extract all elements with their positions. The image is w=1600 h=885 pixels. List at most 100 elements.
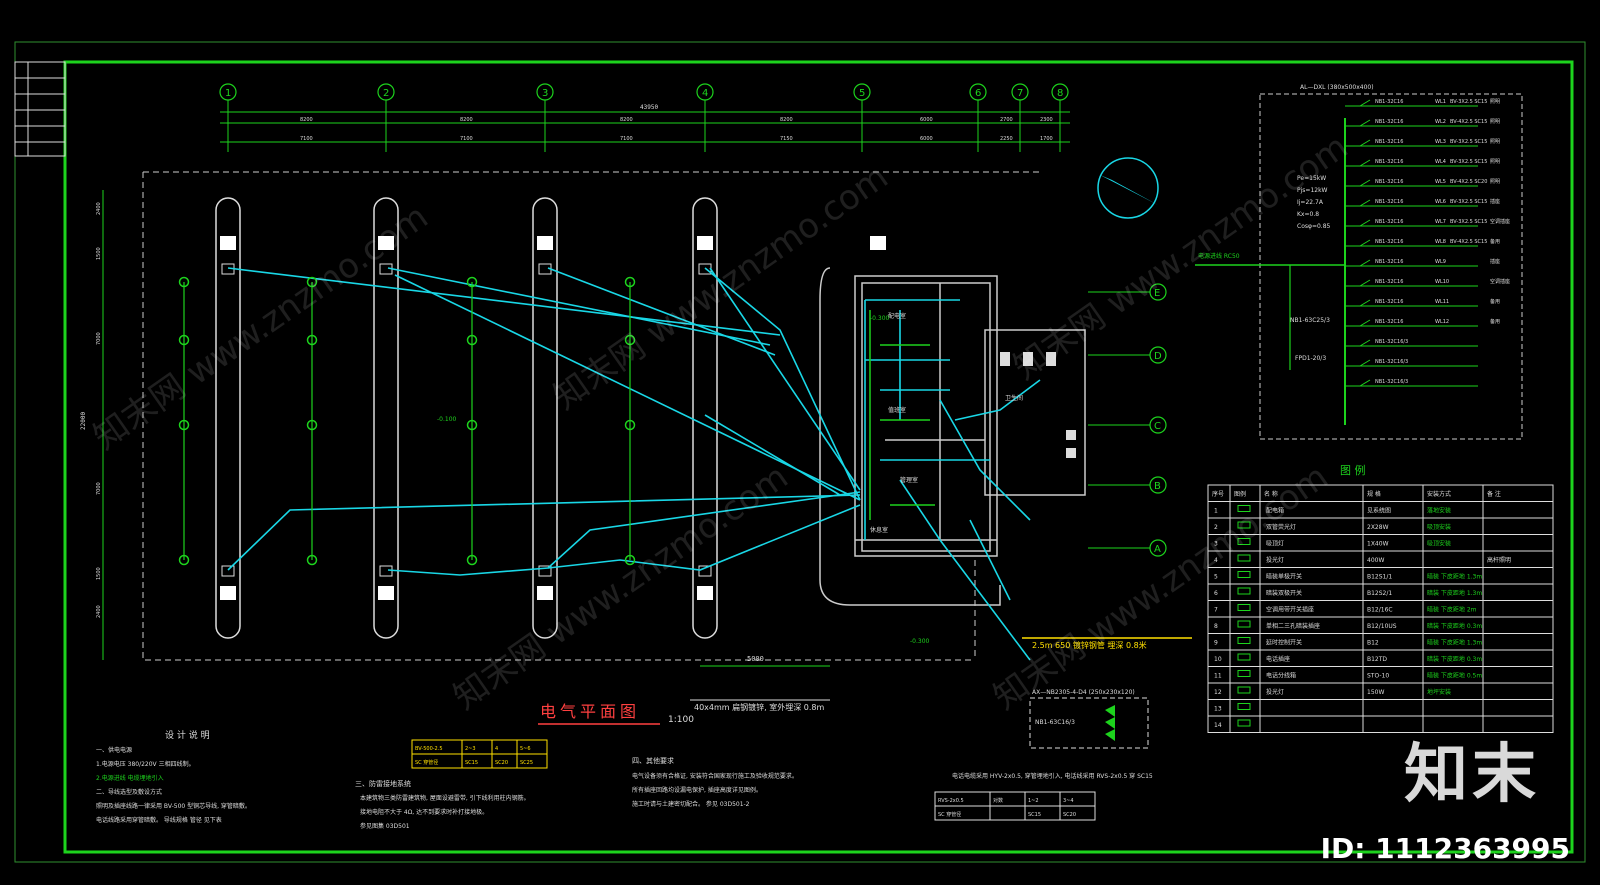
note-line: 1.电源电压 380/220V 三相四线制。 — [96, 760, 195, 768]
dim-text: 2300 — [1040, 117, 1053, 123]
note-line: 参见图集 03D501 — [360, 822, 410, 830]
legend-header: 备 注 — [1487, 490, 1501, 498]
load-label: 备用 — [1490, 318, 1500, 325]
breaker-label: NB1-32C16 — [1375, 219, 1403, 225]
breaker-symbol — [1359, 359, 1371, 367]
circuit-label: WL12 — [1435, 319, 1449, 325]
incoming-label: 电源进线 RC50 — [1198, 252, 1240, 260]
legend-header: 序号 — [1212, 490, 1224, 498]
phone-box-frame — [1029, 697, 1149, 749]
note-line: 接地电阻不大于 4Ω, 达不到要求时补打接地极。 — [360, 808, 488, 816]
legend-mount: 暗装 下皮距地 1.3m — [1427, 589, 1482, 597]
table-cell: SC 穿管径 — [938, 811, 961, 818]
legend-name: 电话插座 — [1266, 655, 1290, 663]
drawing-scale: 1:100 — [668, 715, 694, 725]
table-cell: SC15 — [465, 760, 478, 766]
legend-no: 6 — [1214, 590, 1218, 597]
wiring-runs — [227, 267, 1041, 661]
breaker-label: NB1-32C16 — [1375, 179, 1403, 185]
legend-symbol — [1237, 587, 1251, 595]
legend-symbol — [1237, 670, 1251, 677]
panel-header: AL—DXL (380x500x400) — [1300, 84, 1374, 91]
dim-text: 2400 — [96, 202, 102, 215]
circuit-label: WL3 — [1435, 139, 1446, 145]
light-pole-base — [697, 236, 713, 250]
breaker-symbol — [1359, 139, 1371, 147]
parking-island — [373, 197, 399, 639]
legend-note: 高杆照明 — [1487, 556, 1511, 564]
note-line: 2.电源进线 电缆埋地引入 — [96, 774, 164, 782]
circuit-label: WL6 — [1435, 199, 1446, 205]
legend-mount: 吸顶安装 — [1427, 523, 1451, 531]
dim-text: 8200 — [460, 117, 473, 123]
legend-no: 9 — [1214, 640, 1218, 647]
circuit-label: WL9 — [1435, 259, 1446, 265]
dim-text: 2700 — [1000, 117, 1013, 123]
legend-symbol — [1237, 620, 1251, 628]
cable-label: BV-3X2.5 SC15 — [1450, 219, 1487, 225]
table-cell: SC25 — [520, 760, 533, 766]
dim-text: 2250 — [1000, 136, 1013, 142]
legend-spec: 400W — [1367, 557, 1384, 564]
parking-island — [532, 197, 558, 639]
phone-box-label: AX—NB2305-4-D4 (250x230x120) — [1032, 689, 1135, 696]
dim-text: 7100 — [620, 136, 633, 142]
table-cell: SC20 — [495, 760, 508, 766]
note-line: 本建筑物三类防雷建筑物, 屋面设避雷带, 引下线利用柱内钢筋。 — [360, 794, 530, 802]
breaker-symbol — [1359, 279, 1371, 287]
legend-mount: 暗装 下皮距地 0.5m — [1427, 672, 1482, 680]
load-label: 备用 — [1490, 238, 1500, 245]
other-notes: 电气设备须有合格证, 安装符合国家现行施工及验收规范要求。所有插座回路均设漏电保… — [632, 772, 798, 808]
panel-param: Pjs=12kW — [1297, 187, 1328, 194]
light-pole-base — [220, 586, 236, 600]
legend-no: 13 — [1214, 706, 1222, 713]
cable-label: BV-4X2.5 SC15 — [1450, 119, 1487, 125]
legend-spec: 见系统图 — [1367, 507, 1391, 515]
table-cell: RVS-2x0.5 — [938, 798, 964, 804]
legend-mount: 吸顶安装 — [1427, 540, 1451, 548]
legend-symbol — [1237, 653, 1251, 661]
dim-text: 7000 — [96, 482, 102, 495]
table-cell: SC 穿管径 — [415, 759, 438, 766]
circuit-label: WL4 — [1435, 159, 1446, 165]
circuit-label: WL5 — [1435, 179, 1446, 185]
room-label: 配电室 — [888, 312, 906, 320]
legend-symbol — [1237, 571, 1251, 578]
legend-name: 单相二三孔暗装插座 — [1266, 622, 1320, 630]
legend-spec: 150W — [1367, 689, 1384, 696]
breaker-symbol — [1359, 259, 1371, 267]
note-line: 施工时请与土建密切配合。 参见 03D501-2 — [632, 800, 750, 808]
system-diagram — [1195, 93, 1523, 440]
load-label: 照明 — [1490, 139, 1500, 145]
legend-no: 2 — [1214, 524, 1218, 531]
floodlight-icon — [624, 419, 636, 431]
grounding-notes: 本建筑物三类防雷建筑物, 屋面设避雷带, 引下线利用柱内钢筋。接地电阻不大于 4… — [360, 794, 530, 830]
cable-label: BV-4X2.5 SC20 — [1450, 179, 1487, 185]
other-title: 四、其他要求 — [632, 756, 674, 765]
junction-box — [221, 565, 235, 577]
legend-spec: B12S1/1 — [1367, 574, 1392, 581]
legend-mount: 暗装 下皮距地 2m — [1427, 606, 1477, 614]
axis-letter: B — [1154, 481, 1161, 492]
table-cell: BV-500-2.5 — [415, 746, 443, 752]
breaker-label: NB1-32C16 — [1375, 299, 1403, 305]
load-label: 插座 — [1490, 198, 1500, 205]
breaker-symbol — [1359, 119, 1371, 127]
floodlight-icon — [466, 554, 478, 566]
light-pole-base — [378, 586, 394, 600]
breaker-symbol — [1359, 99, 1371, 107]
toilet-fixtures — [1000, 352, 1076, 458]
parking-island — [692, 197, 718, 639]
table-cell: 4 — [495, 746, 498, 752]
legend-spec: B12/10US — [1367, 623, 1397, 630]
legend-symbol — [1237, 719, 1251, 727]
breaker-symbol — [1359, 199, 1371, 207]
floodlight-icon — [306, 334, 318, 346]
breaker-symbol — [1359, 219, 1371, 227]
